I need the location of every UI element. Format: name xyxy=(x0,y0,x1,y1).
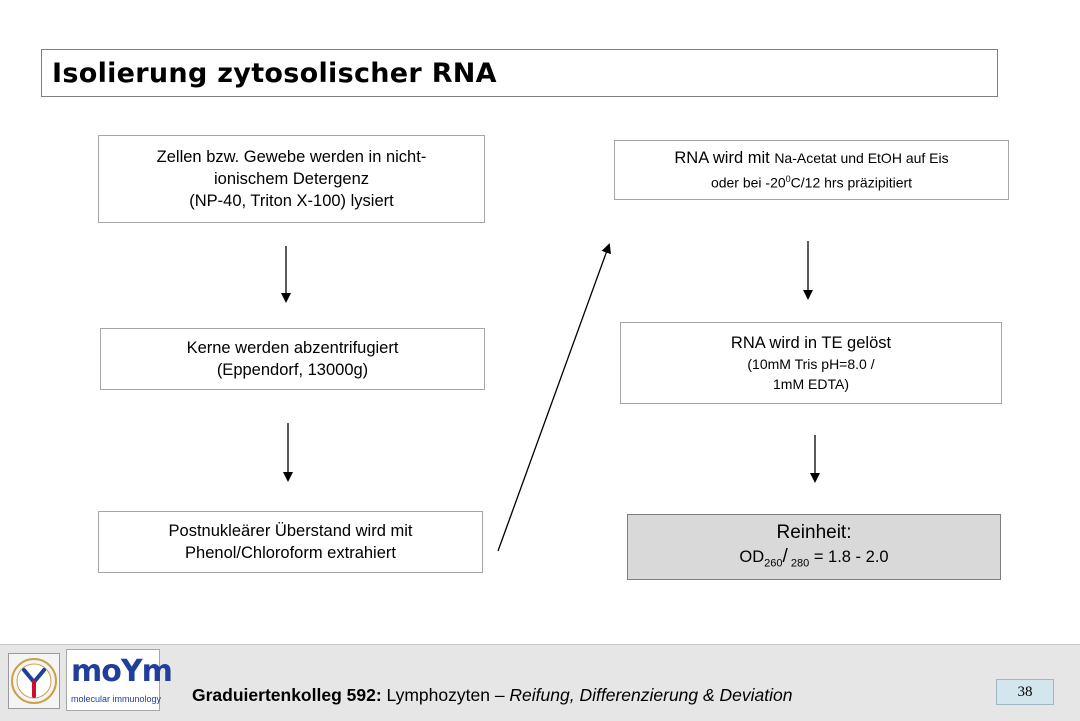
step-lysis-box: Zellen bzw. Gewebe werden in nicht- ioni… xyxy=(98,135,485,223)
precipitation-line-1-b: Na-Acetat und EtOH auf Eis xyxy=(774,150,949,167)
footer-program-text: Graduiertenkolleg 592: Lymphozyten – Rei… xyxy=(192,685,793,706)
step-dissolve-box: RNA wird in TE gelöst (10mM Tris pH=8.0 … xyxy=(620,322,1002,404)
step-dissolve-line-3: 1mM EDTA) xyxy=(773,376,849,392)
step-lysis-line-2: ionischem Detergenz xyxy=(214,170,369,188)
footer-program-italic: Reifung, Differenzierung & Deviation xyxy=(509,685,793,705)
step-lysis-line-1: Zellen bzw. Gewebe werden in nicht- xyxy=(156,148,427,166)
arrow-extraction-to-precipitation xyxy=(497,243,611,552)
step-dissolve-line-2: (10mM Tris pH=8.0 / xyxy=(747,356,875,372)
footer-program-bold: Graduiertenkolleg 592: xyxy=(192,685,382,705)
graduiertenkolleg-logo xyxy=(8,653,60,709)
step-precipitation-line-2: oder bei -200C/12 hrs präzipitiert xyxy=(711,169,912,193)
flow-arrows xyxy=(281,241,820,552)
footer-program-plain: Lymphozyten – xyxy=(381,685,510,705)
step-lysis-line-3: (NP-40, Triton X-100) lysiert xyxy=(189,192,394,210)
step-centrifuge-line-2: (Eppendorf, 13000g) xyxy=(216,361,369,379)
molim-logo-caption: molecular immunology xyxy=(71,694,162,704)
purity-od-ratio: OD260/ 280 = 1.8 - 2.0 xyxy=(739,546,888,574)
precipitation-line-1-a: RNA wird mit xyxy=(674,149,775,168)
purity-result-box: Reinheit: OD260/ 280 = 1.8 - 2.0 xyxy=(627,514,1001,580)
step-precipitation-box: RNA wird mit Na-Acetat und EtOH auf Eis … xyxy=(614,140,1009,200)
title-box: Isolierung zytosolischer RNA xyxy=(41,49,998,97)
page-number: 38 xyxy=(996,679,1054,705)
od-slash: / xyxy=(782,545,788,567)
molim-logo: moYm molecular immunology xyxy=(66,649,173,711)
molim-logo-wordmark: moYm xyxy=(71,654,173,689)
slide-title: Isolierung zytosolischer RNA xyxy=(52,57,497,89)
purity-label: Reinheit: xyxy=(776,521,852,543)
precipitation-degree-sup: 0 xyxy=(785,174,791,185)
precipitation-line-2-b: C/12 hrs präzipitiert xyxy=(790,174,913,191)
step-precipitation-line-1: RNA wird mit Na-Acetat und EtOH auf Eis xyxy=(674,147,948,169)
od-sub-280: 280 xyxy=(787,557,810,570)
step-extraction-box: Postnukleärer Überstand wird mit Phenol/… xyxy=(98,511,483,573)
precipitation-line-2-a: oder bei -20 xyxy=(710,174,786,191)
footer-bar: moYm molecular immunology Graduiertenkol… xyxy=(0,644,1080,721)
od-sub-260: 260 xyxy=(764,557,783,570)
od-prefix: OD xyxy=(739,547,765,566)
step-dissolve-line-1: RNA wird in TE gelöst xyxy=(730,334,892,352)
step-centrifuge-line-1: Kerne werden abzentrifugiert xyxy=(186,339,399,357)
od-value: = 1.8 - 2.0 xyxy=(809,547,889,566)
antibody-icon xyxy=(11,658,57,704)
step-centrifuge-box: Kerne werden abzentrifugiert (Eppendorf,… xyxy=(100,328,485,390)
step-extraction-line-2: Phenol/Chloroform extrahiert xyxy=(185,544,396,562)
step-extraction-line-1: Postnukleärer Überstand wird mit xyxy=(168,522,413,540)
